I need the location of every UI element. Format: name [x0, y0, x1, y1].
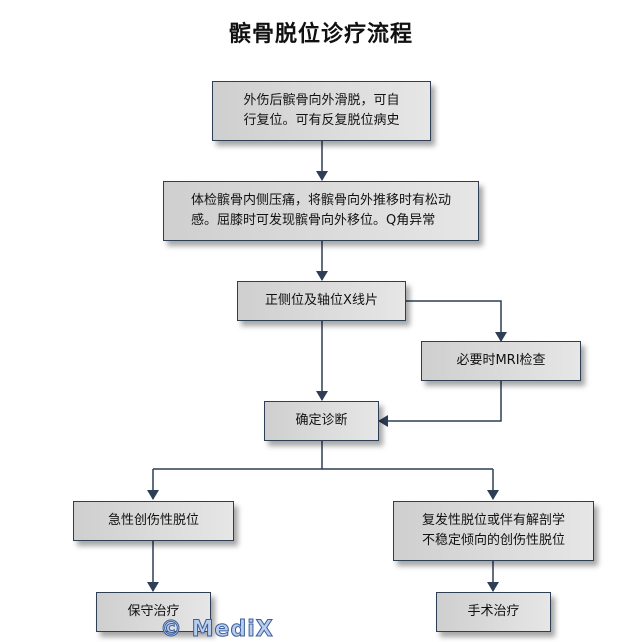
node-text: 行复位。可有反复脱位病史 — [243, 113, 400, 128]
diagram-title: 髌骨脱位诊疗流程 — [228, 22, 413, 47]
node-diagnosis: 确定诊断 — [264, 401, 379, 441]
node-injury-history: 外伤后髌骨向外滑脱，可自 行复位。可有反复脱位病史 — [212, 81, 431, 141]
node-text: 感。屈膝时可发现髌骨向外移位。Q角异常 — [190, 213, 436, 228]
node-text: 必要时MRI检查 — [456, 353, 546, 368]
node-text: 确定诊断 — [295, 413, 348, 428]
node-acute-dislocation: 急性创伤性脱位 — [73, 501, 234, 541]
node-xray: 正侧位及轴位X线片 — [237, 281, 406, 321]
node-text: 正侧位及轴位X线片 — [265, 293, 378, 308]
node-text: 保守治疗 — [127, 604, 180, 619]
node-text: 手术治疗 — [467, 604, 520, 619]
node-text: 外伤后髌骨向外滑脱，可自 — [243, 93, 400, 108]
watermark-logo: © MediX — [160, 617, 274, 642]
node-text: 复发性脱位或伴有解剖学 — [421, 513, 565, 528]
node-recurrent-dislocation: 复发性脱位或伴有解剖学 不稳定倾向的创伤性脱位 — [393, 501, 594, 561]
edge-to-acute — [153, 468, 493, 499]
node-text: 急性创伤性脱位 — [107, 513, 199, 528]
node-surgical-treatment: 手术治疗 — [436, 592, 551, 632]
edge-xray-mri — [405, 300, 507, 342]
node-physical-exam: 体检髌骨内侧压痛，将髌骨向外推移时有松动 感。屈膝时可发现髌骨向外移位。Q角异常 — [163, 181, 479, 241]
edge-mri-diagnosis — [378, 381, 502, 427]
node-text: 不稳定倾向的创伤性脱位 — [421, 533, 565, 548]
node-text: 体检髌骨内侧压痛，将髌骨向外推移时有松动 — [190, 193, 451, 208]
node-mri: 必要时MRI检查 — [421, 341, 581, 381]
node-conservative-treatment: 保守治疗 — [96, 592, 211, 632]
